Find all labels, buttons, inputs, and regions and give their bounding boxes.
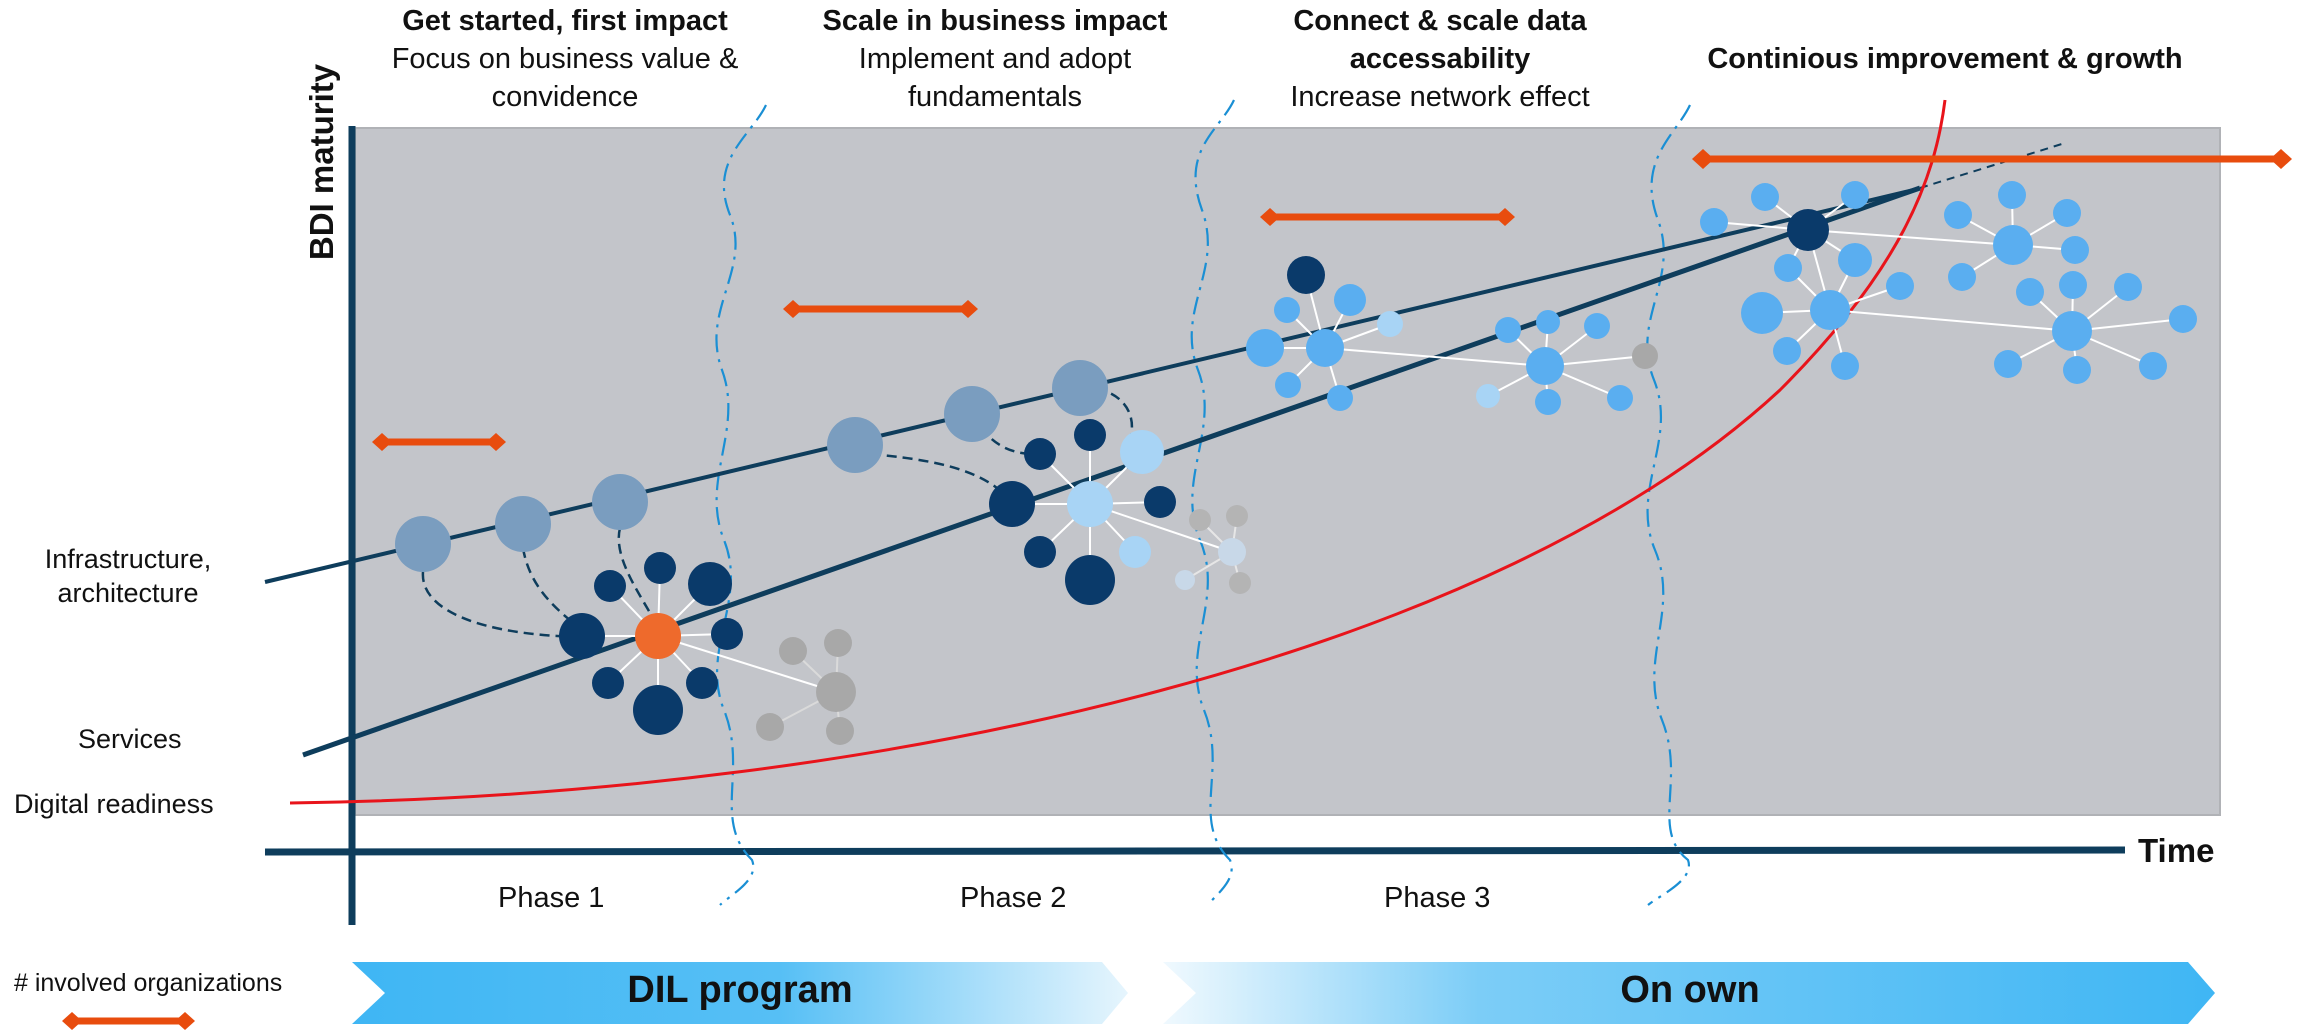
phase-divider-1: [715, 104, 767, 906]
phase-heading-title: Continious improvement & growth: [1707, 43, 2183, 75]
org-bar-growth: [1692, 149, 2292, 169]
phase-label-3: Phase 3: [1384, 882, 1491, 914]
phase-heading-title: Connect & scale data accessability: [1293, 5, 1587, 75]
x-axis-label: Time: [2138, 832, 2215, 869]
phase-heading-title: Scale in business impact: [822, 5, 1168, 37]
trend-extension-dashed: [1919, 142, 2066, 189]
dil-program-arrow: [352, 962, 1128, 1024]
phase-divider-3: [1646, 104, 1691, 906]
phase-label-1: Phase 1: [498, 882, 605, 914]
org-bar-phase2: [783, 300, 978, 318]
network-cluster-phase1: [395, 474, 856, 745]
x-axis: [264, 846, 2126, 856]
phase-heading-subtitle: Focus on business value & convidence: [391, 43, 739, 113]
phase-heading-1: Get started, first impact Focus on busin…: [360, 2, 770, 116]
services-label: Services: [78, 724, 182, 754]
on-own-label: On own: [1620, 969, 1760, 1011]
phase-divider-2: [1190, 99, 1235, 906]
phase-heading-3: Connect & scale data accessability Incre…: [1260, 2, 1620, 116]
network-cluster-phase3: [1246, 256, 1658, 415]
digital-readiness-curve: [289, 99, 1947, 805]
phase-dividers: [715, 99, 1691, 906]
on-own-arrow: [1163, 962, 2215, 1024]
phase-heading-2: Scale in business impact Implement and a…: [800, 2, 1190, 116]
digital-readiness-label: Digital readiness: [14, 789, 214, 819]
network-cluster-growth: [1700, 181, 2197, 384]
phase-heading-title: Get started, first impact: [402, 5, 728, 37]
org-bars: [62, 149, 2292, 1030]
phase-heading-subtitle: Implement and adopt fundamentals: [858, 43, 1132, 113]
y-axis-label: BDI maturity: [303, 63, 340, 261]
involved-orgs-legend: # involved organizations: [14, 969, 283, 997]
phase-heading-4: Continious improvement & growth: [1680, 40, 2210, 78]
phase-label-2: Phase 2: [960, 882, 1067, 914]
org-bar-phase3: [1260, 208, 1515, 226]
services-line: [302, 185, 1921, 758]
org-bar-legend: [62, 1012, 195, 1030]
phase-heading-subtitle: Increase network effect: [1290, 81, 1590, 113]
infrastructure-label: Infrastructure, architecture: [44, 544, 212, 608]
dil-program-label: DIL program: [627, 969, 853, 1011]
org-bar-phase1: [372, 433, 506, 451]
network-cluster-phase2: [827, 360, 1251, 605]
